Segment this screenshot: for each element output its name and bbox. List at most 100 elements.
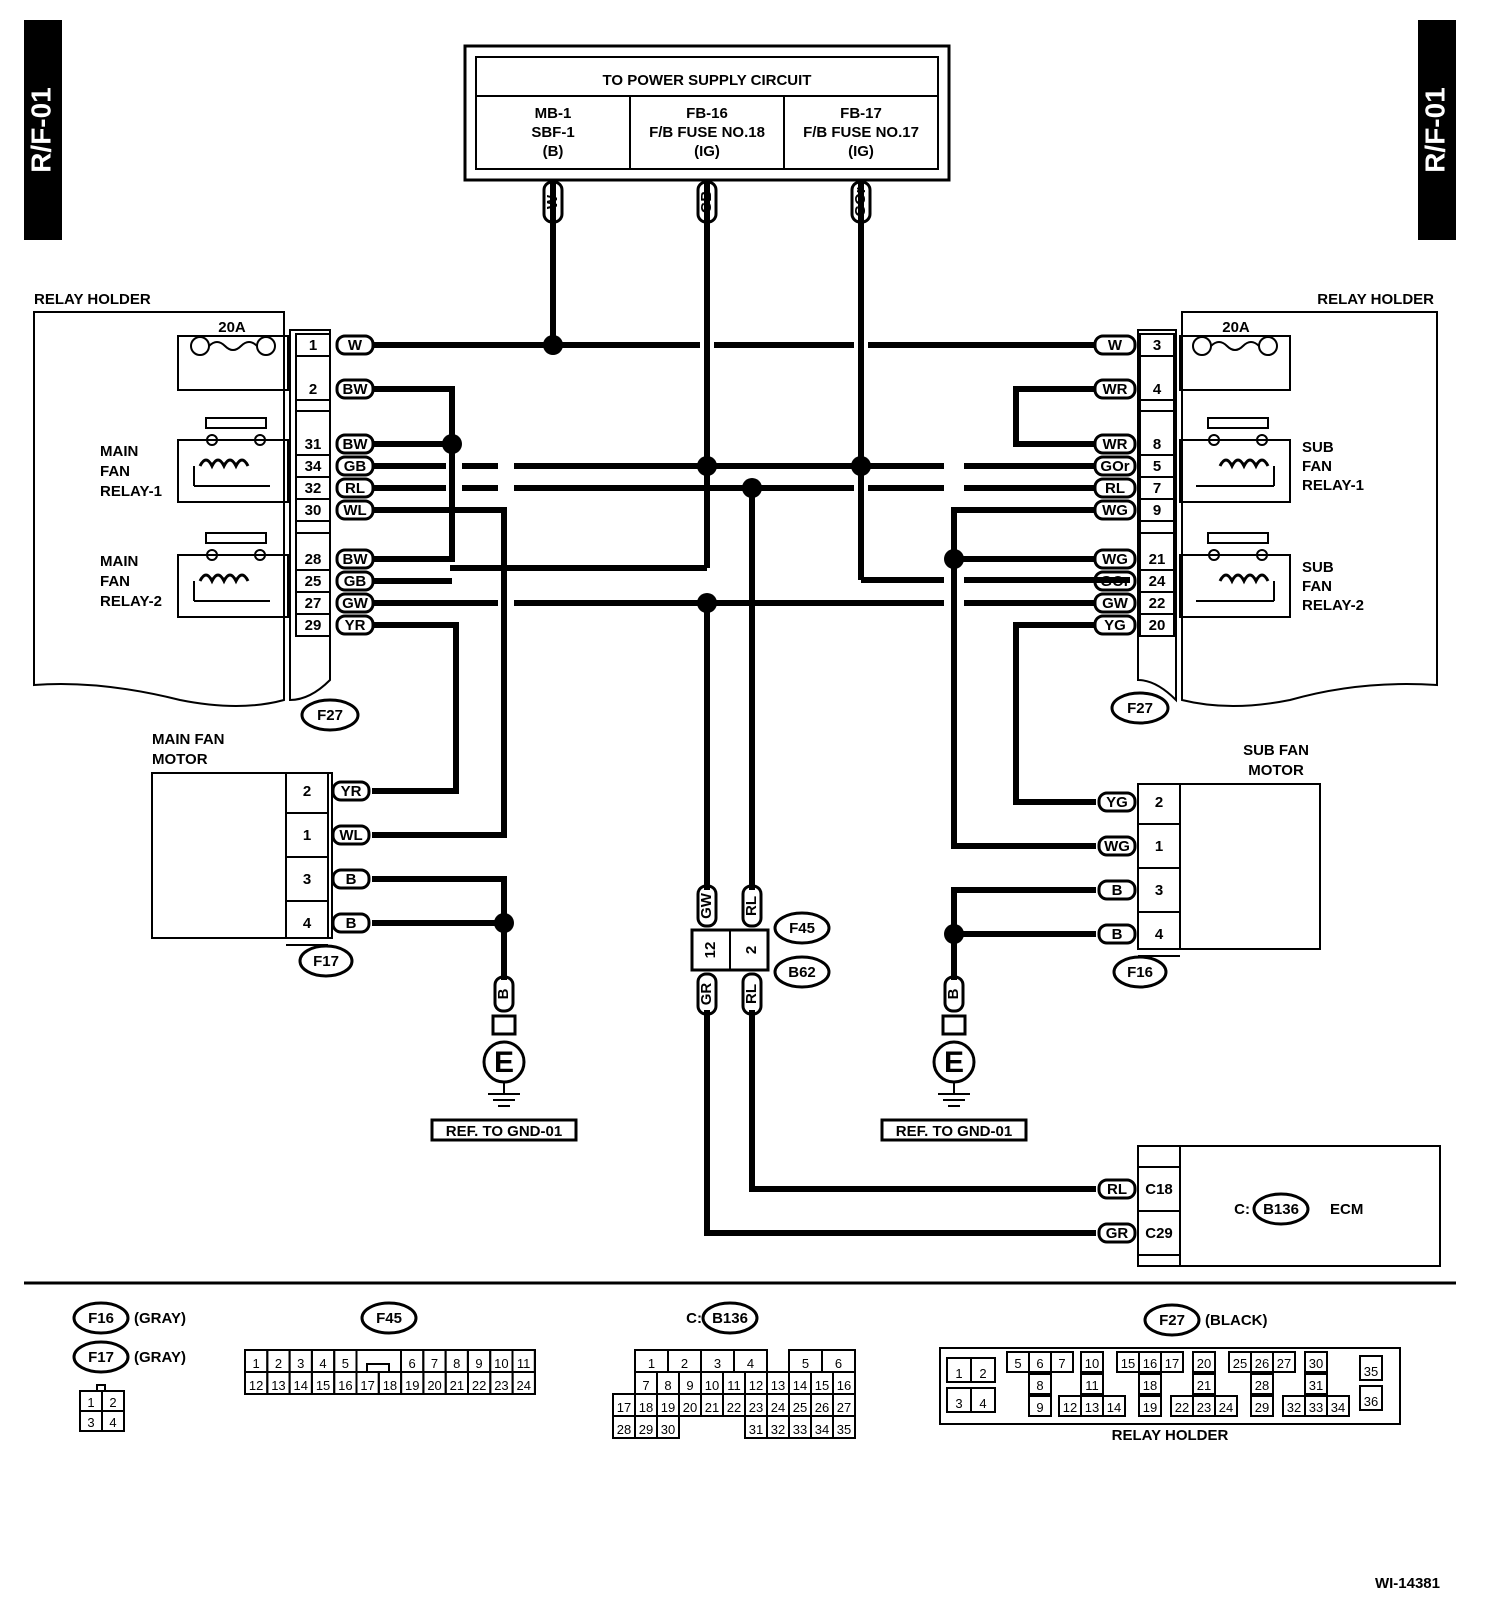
left-relay-holder-title: RELAY HOLDER <box>34 291 151 308</box>
pin-cell: 14 <box>294 1378 308 1393</box>
wire-tag: W <box>1093 334 1137 356</box>
svg-text:F45: F45 <box>376 1310 402 1327</box>
svg-text:SUB: SUB <box>1302 559 1334 576</box>
pin-number: 3 <box>1153 337 1161 354</box>
pin-cell: 17 <box>617 1400 631 1415</box>
pin-cell: 2 <box>109 1395 116 1410</box>
wire-code: GB <box>344 573 367 590</box>
right-relay-holder-title: RELAY HOLDER <box>1317 291 1434 308</box>
wire-tag: B <box>331 868 371 890</box>
wire-code: GW <box>342 595 369 612</box>
pin-cell: 2 <box>275 1356 282 1371</box>
left-pin-row: 34 GB <box>305 455 375 477</box>
right-pin-row: 8WR <box>1093 433 1161 455</box>
pin-number: 32 <box>305 480 322 497</box>
legend-b136: C: B136 <box>686 1301 759 1335</box>
sub-motor-pin-row: 2YG <box>1097 791 1163 813</box>
wire-code: B <box>945 988 962 999</box>
pin-cell: 8 <box>453 1356 460 1371</box>
pin-cell: 20 <box>427 1378 441 1393</box>
pin-number: 1 <box>1155 838 1163 855</box>
pin-cell: 4 <box>319 1356 326 1371</box>
pin-cell: 31 <box>1309 1378 1323 1393</box>
pin-cell: 9 <box>475 1356 482 1371</box>
wire-code: RL <box>743 896 760 916</box>
pin-cell: 21 <box>1197 1378 1211 1393</box>
svg-text:B62: B62 <box>788 964 816 981</box>
svg-text:MAIN: MAIN <box>100 553 138 570</box>
wire-tag: YR <box>331 780 371 802</box>
wire-code: WG <box>1102 502 1128 519</box>
pin-cell: 12 <box>749 1378 763 1393</box>
svg-text:F17: F17 <box>313 953 339 970</box>
pin-number: 30 <box>305 502 322 519</box>
svg-text:B136: B136 <box>712 1310 748 1327</box>
pin-cell: 32 <box>771 1422 785 1437</box>
wire-tag: YR <box>335 614 375 636</box>
pin-cell: 15 <box>815 1378 829 1393</box>
power-wires <box>450 180 1130 583</box>
svg-text:(GRAY): (GRAY) <box>134 1349 186 1366</box>
svg-text:SUB FAN: SUB FAN <box>1243 742 1309 759</box>
pin-number: 4 <box>1153 381 1162 398</box>
wire-tag: WR <box>1093 433 1137 455</box>
wire-tag: GOr <box>1093 570 1137 592</box>
svg-text:FB-17: FB-17 <box>840 105 882 122</box>
pin-cell: 36 <box>1364 1394 1378 1409</box>
ground-ref: REF. TO GND-01 <box>896 1123 1012 1140</box>
power-supply-title: TO POWER SUPPLY CIRCUIT <box>603 72 812 89</box>
pin-cell: 19 <box>405 1378 419 1393</box>
wire-tag: WG <box>1093 499 1137 521</box>
left-fuse-label: 20A <box>218 319 246 336</box>
svg-text:MB-1: MB-1 <box>535 105 572 122</box>
svg-text:R/F-01: R/F-01 <box>1419 87 1450 173</box>
pin-cell: 15 <box>1121 1356 1135 1371</box>
pin-cell: 24 <box>1219 1400 1233 1415</box>
svg-text:F/B FUSE NO.18: F/B FUSE NO.18 <box>649 124 765 141</box>
pin-number: 34 <box>305 458 322 475</box>
svg-text:F16: F16 <box>1127 964 1153 981</box>
pin-cell: 23 <box>1197 1400 1211 1415</box>
svg-text:FAN: FAN <box>1302 578 1332 595</box>
wire-code: YR <box>341 783 362 800</box>
pin-number: 20 <box>1149 617 1166 634</box>
pin-cell: 9 <box>1036 1400 1043 1415</box>
wire-tag: GB <box>335 455 375 477</box>
wire-tag: RL <box>1093 477 1137 499</box>
pin-cell: 8 <box>1036 1378 1043 1393</box>
wire-code: GOr <box>1100 458 1129 475</box>
pin-cell: 10 <box>705 1378 719 1393</box>
pin-cell: 34 <box>1331 1400 1345 1415</box>
wire-code: YG <box>1104 617 1126 634</box>
pin-number: C29 <box>1145 1225 1173 1242</box>
pin-cell: 20 <box>1197 1356 1211 1371</box>
svg-text:FAN: FAN <box>1302 458 1332 475</box>
wire-tag: B <box>1097 879 1137 901</box>
pin-cell: 22 <box>727 1400 741 1415</box>
svg-text:F16: F16 <box>88 1310 114 1327</box>
pin-cell: 21 <box>450 1378 464 1393</box>
pin-cell: 17 <box>1165 1356 1179 1371</box>
pin-cell: 1 <box>955 1366 962 1381</box>
wire-code: BW <box>343 436 369 453</box>
right-relay-holder: RELAY HOLDER 20A SUB FAN RELAY-1 SUB FAN… <box>1137 291 1438 707</box>
pin-number: 25 <box>305 573 322 590</box>
wire-code: B <box>1112 926 1123 943</box>
svg-text:(IG): (IG) <box>848 143 874 160</box>
svg-text:12: 12 <box>702 942 719 959</box>
pin-number: 3 <box>1155 882 1163 899</box>
wire-code: YG <box>1106 794 1128 811</box>
svg-text:FAN: FAN <box>100 463 130 480</box>
pin-cell: 26 <box>815 1400 829 1415</box>
pin-number: 1 <box>309 337 317 354</box>
pin-cell: 24 <box>771 1400 785 1415</box>
pin-cell: 16 <box>1143 1356 1157 1371</box>
legend-f16-f17: F16 (GRAY) F17 (GRAY) <box>72 1301 186 1432</box>
pin-cell: 27 <box>837 1400 851 1415</box>
